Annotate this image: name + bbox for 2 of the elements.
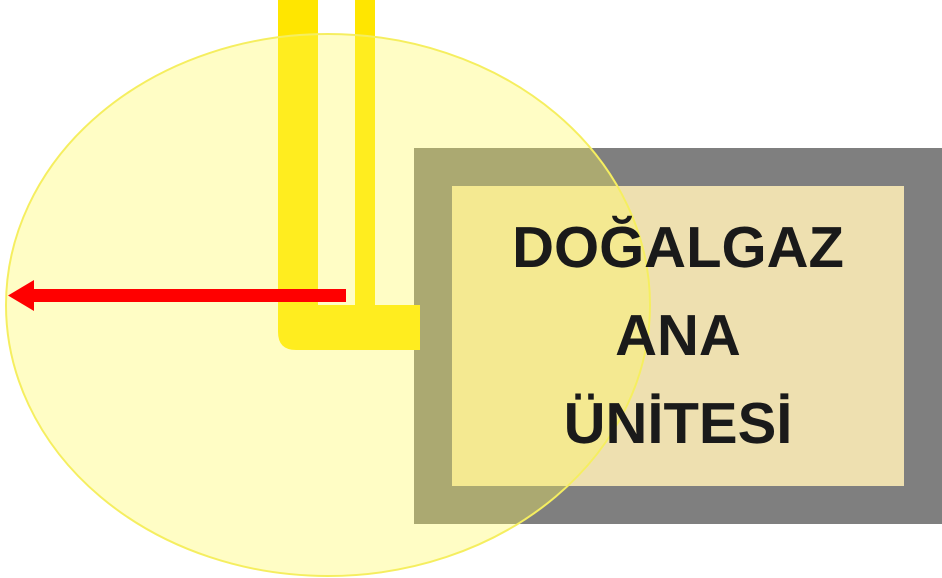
unit-label: DOĞALGAZ ANA ÜNİTESİ bbox=[511, 214, 845, 458]
unit-box bbox=[414, 148, 942, 524]
